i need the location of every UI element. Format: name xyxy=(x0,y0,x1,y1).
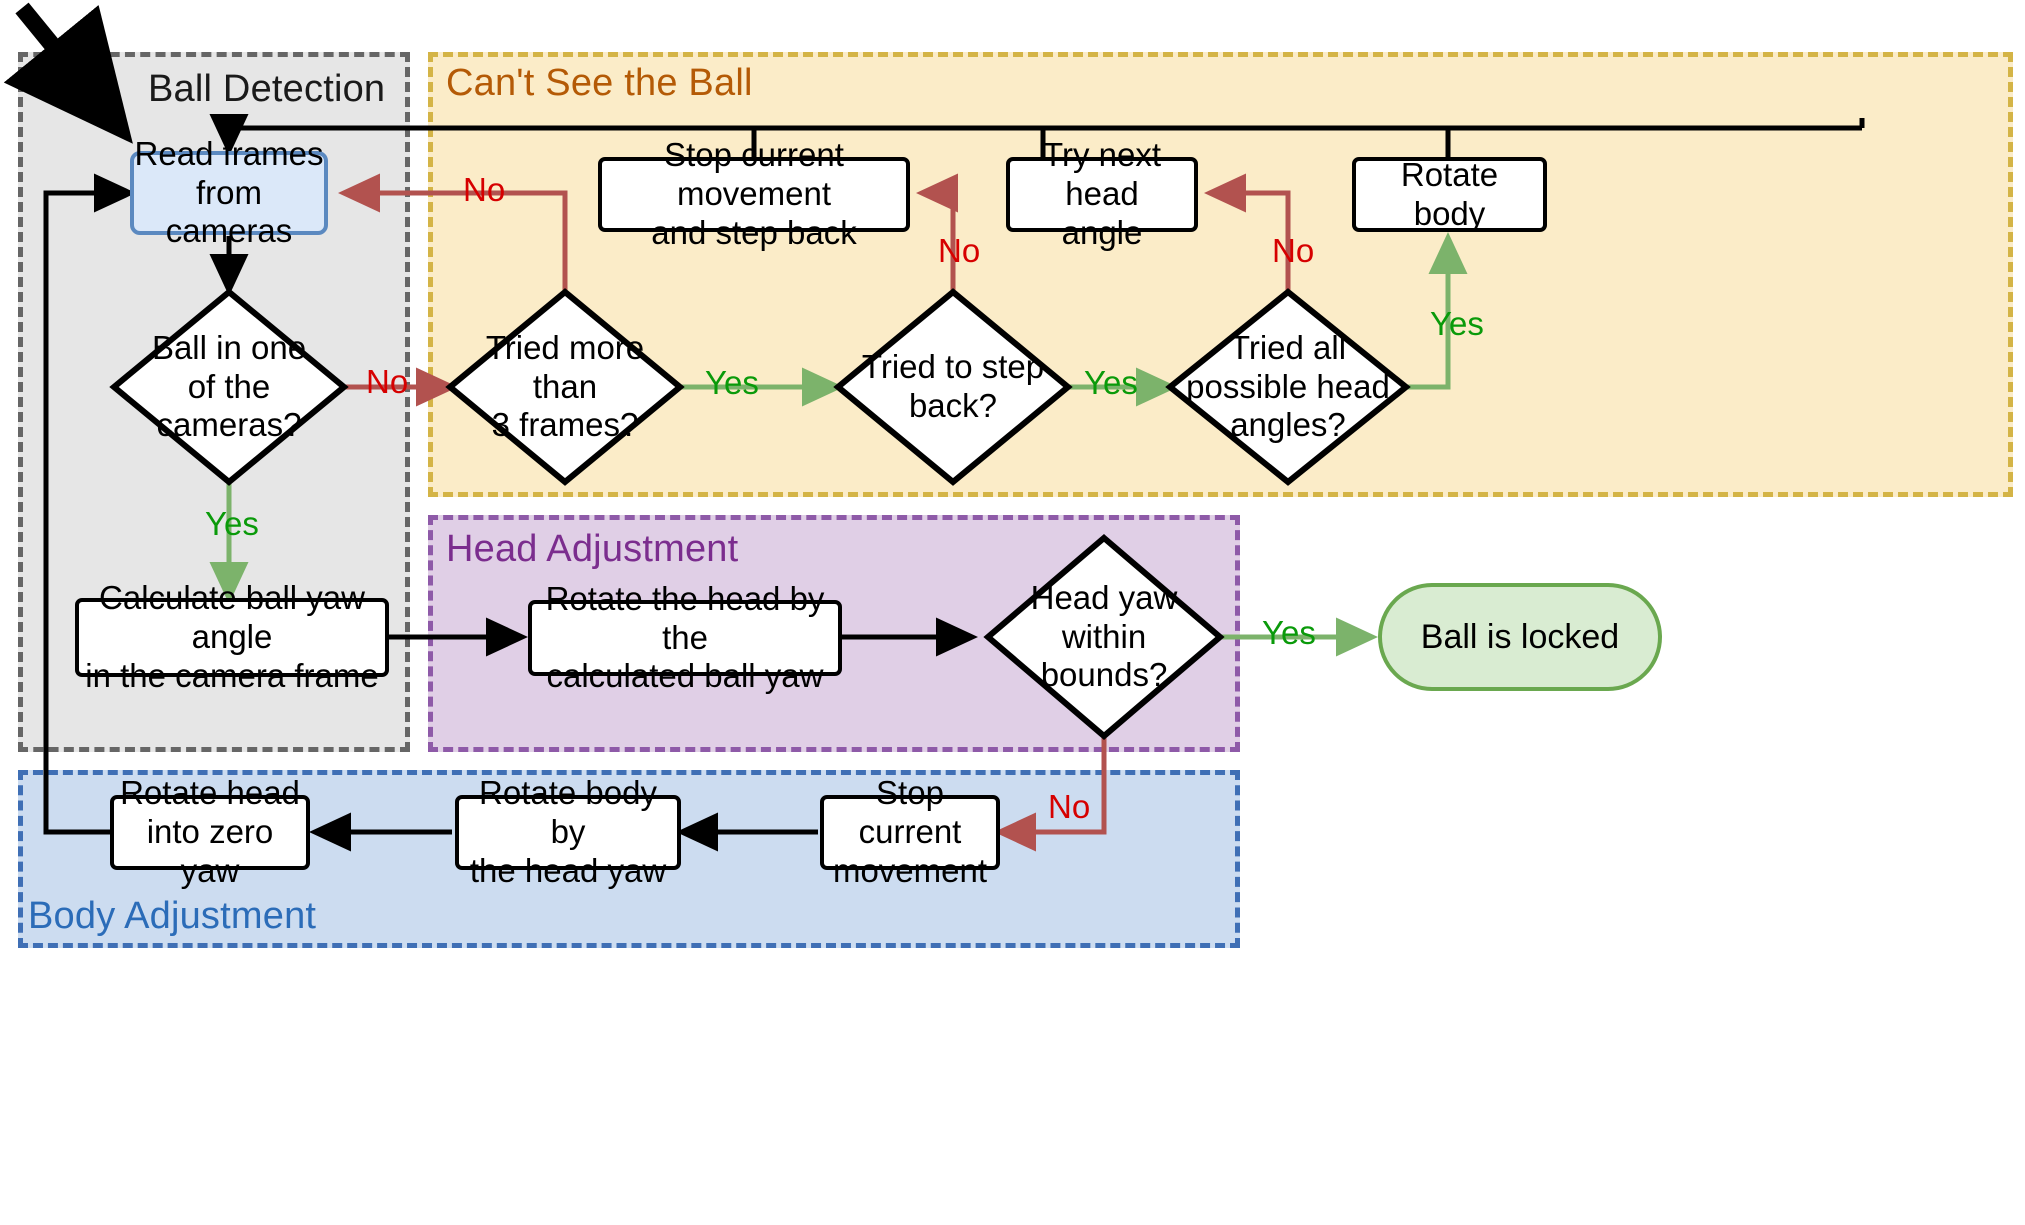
edge-label-ball-no: No xyxy=(366,363,409,400)
decision-tried-more-frames-label: Tried more than 3 frames? xyxy=(485,328,645,444)
node-stop-current-movement[interactable]: Stop current movement xyxy=(820,774,1000,889)
edge-headangles-yes-to-rotate-body xyxy=(1404,231,1468,390)
diamond-tried-more-frames xyxy=(445,288,685,486)
node-rotate-body[interactable]: Rotate body xyxy=(1352,156,1547,232)
edge-label-headyaw-no: No xyxy=(1048,788,1091,825)
decision-tried-step-back[interactable]: Tried to step back? xyxy=(838,292,1068,482)
diamond-tried-all-head-angles xyxy=(1165,288,1411,486)
group-title-cant-see-the-ball: Can't See the Ball xyxy=(446,62,753,104)
entry-arrow xyxy=(3,2,133,144)
edge-label-stepback-yes: Yes xyxy=(1084,364,1138,401)
node-rotate-head-by-calculated-ball-yaw[interactable]: Rotate the head by the calculated ball y… xyxy=(528,580,842,694)
group-title-ball-detection: Ball Detection xyxy=(148,68,386,110)
group-title-head-adjustment: Head Adjustment xyxy=(446,528,739,570)
edge-label-frames-no: No xyxy=(463,171,506,208)
decision-tried-step-back-label: Tried to step back? xyxy=(861,348,1045,424)
node-calculate-ball-yaw[interactable]: Calculate ball yaw angle in the camera f… xyxy=(75,579,389,694)
diamond-tried-step-back xyxy=(833,288,1073,486)
edge-zero-yaw-to-read-frames xyxy=(43,173,137,835)
decision-tried-all-head-angles-label: Tried all possible head angles? xyxy=(1186,328,1390,444)
decision-head-yaw-within-bounds[interactable]: Head yaw within bounds? xyxy=(988,538,1220,736)
edge-label-ball-yes: Yes xyxy=(205,505,259,542)
edge-label-headyaw-yes: Yes xyxy=(1262,614,1316,651)
node-read-frames[interactable]: Read frames from cameras xyxy=(130,135,328,249)
edge-headangles-no-to-try-next xyxy=(1203,173,1291,290)
decision-tried-more-frames[interactable]: Tried more than 3 frames? xyxy=(450,292,680,482)
edge-label-stepback-no: No xyxy=(938,232,981,269)
node-ball-is-locked[interactable]: Ball is locked xyxy=(1378,583,1662,691)
edge-label-headangles-no: No xyxy=(1272,232,1315,269)
edge-frames-no-to-read-frames xyxy=(337,173,568,290)
node-rotate-body-by-head-yaw[interactable]: Rotate body by the head yaw xyxy=(455,774,681,889)
decision-shapes xyxy=(109,288,1411,740)
decision-head-yaw-within-bounds-label: Head yaw within bounds? xyxy=(1030,578,1178,694)
decision-ball-in-cameras-label: Ball in one of the cameras? xyxy=(151,328,307,444)
decision-ball-in-cameras[interactable]: Ball in one of the cameras? xyxy=(114,292,344,482)
edge-loop-top-to-read-frames xyxy=(229,118,1865,131)
edge-headyaw-no-to-stop-movement xyxy=(993,736,1107,852)
node-rotate-head-into-zero-yaw[interactable]: Rotate head into zero yaw xyxy=(110,774,310,889)
edge-label-frames-yes: Yes xyxy=(705,364,759,401)
node-stop-current-movement-and-step-back[interactable]: Stop current movement and step back xyxy=(598,136,910,251)
diamond-head-yaw-within-bounds xyxy=(983,534,1225,740)
edge-stepback-no-to-stop-step-back xyxy=(915,173,958,290)
group-title-body-adjustment: Body Adjustment xyxy=(28,895,317,937)
node-try-next-head-angle[interactable]: Try next head angle xyxy=(1006,136,1198,251)
diamond-ball-in-cameras xyxy=(109,288,349,486)
decision-tried-all-head-angles[interactable]: Tried all possible head angles? xyxy=(1170,292,1406,482)
edge-label-headangles-yes: Yes xyxy=(1430,305,1484,342)
